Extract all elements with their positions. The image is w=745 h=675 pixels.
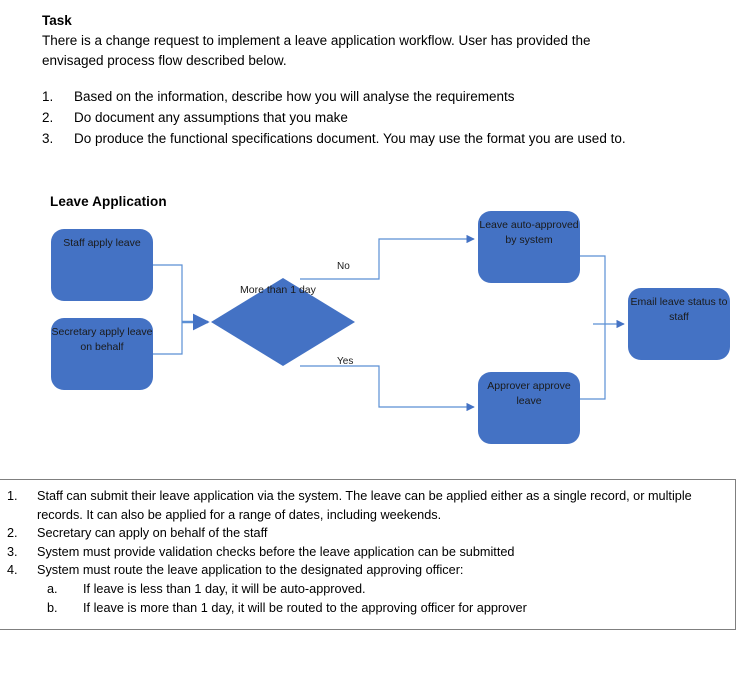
task-section: Task There is a change request to implem… [42,11,662,149]
requirement-item: 3. System must provide validation checks… [1,543,727,562]
task-list-item: 1. Based on the information, describe ho… [42,86,662,107]
requirement-text: Secretary can apply on behalf of the sta… [37,526,268,541]
flow-node-label: Leave auto-approved by system [479,219,579,246]
task-list-item-number: 1. [42,89,54,104]
task-list-item: 3. Do produce the functional specificati… [42,128,662,149]
requirement-item: 2. Secretary can apply on behalf of the … [1,524,727,543]
flow-node-approver-approve-leave[interactable]: Approver approve leave [478,372,580,444]
requirement-sub-number: a. [47,581,58,596]
edge-yes-to-approver [300,365,475,412]
edge-staff-to-decision [153,264,183,322]
task-list-item-text: Do produce the functional specifications… [74,131,626,146]
edge-label-yes: Yes [337,356,354,367]
requirement-number: 3. [7,544,18,559]
requirement-number: 4. [7,563,18,578]
task-heading: Task [42,13,72,28]
flow-node-label: Email leave status to staff [630,296,728,323]
task-list-item-text: Do document any assumptions that you mak… [74,110,348,125]
task-numbered-list: 1. Based on the information, describe ho… [42,86,662,149]
requirement-sub-text: If leave is less than 1 day, it will be … [83,581,366,596]
requirement-sub-text: If leave is more than 1 day, it will be … [83,600,527,615]
requirements-box: 1. Staff can submit their leave applicat… [0,479,736,630]
task-list-item: 2. Do document any assumptions that you … [42,107,662,128]
diagram-title: Leave Application [50,194,167,209]
task-list-item-number: 3. [42,131,54,146]
flow-node-decision-more-than-1-day[interactable] [211,278,355,366]
requirement-item: 1. Staff can submit their leave applicat… [1,487,727,524]
flow-node-secretary-apply-on-behalf[interactable]: Secretary apply leave on behalf [51,318,153,390]
requirements-list: 1. Staff can submit their leave applicat… [0,480,735,617]
requirement-sub-list: a. If leave is less than 1 day, it will … [37,580,727,617]
edge-no-to-auto [300,234,475,280]
edge-auto-to-email [580,255,606,324]
decision-label: More than 1 day [240,284,316,296]
requirement-text: System must route the leave application … [37,563,464,578]
task-paragraph-line-2: envisaged process flow described below. [42,52,287,68]
flow-node-staff-apply-leave[interactable]: Staff apply leave [51,229,153,301]
task-paragraph-line-1: There is a change request to implement a… [42,33,591,48]
requirement-sub-item: a. If leave is less than 1 day, it will … [37,580,727,599]
task-list-item-number: 2. [42,110,54,125]
flow-node-email-leave-status[interactable]: Email leave status to staff [628,288,730,360]
edge-approver-to-email [580,324,606,400]
requirement-sub-item: b. If leave is more than 1 day, it will … [37,599,727,618]
requirement-number: 2. [7,526,18,541]
requirement-sub-number: b. [47,600,58,615]
flow-node-leave-auto-approved[interactable]: Leave auto-approved by system [478,211,580,283]
flow-node-label: Staff apply leave [63,237,141,249]
edge-secretary-to-decision [153,322,183,355]
flow-node-label: Secretary apply leave on behalf [51,326,153,353]
requirement-text: Staff can submit their leave application… [37,489,692,522]
edge-label-no: No [337,261,350,272]
requirement-number: 1. [7,489,18,503]
task-list-item-text: Based on the information, describe how y… [74,89,515,104]
flow-node-label: Approver approve leave [487,380,571,407]
requirement-item: 4. System must route the leave applicati… [1,561,727,617]
requirement-text: System must provide validation checks be… [37,544,515,559]
